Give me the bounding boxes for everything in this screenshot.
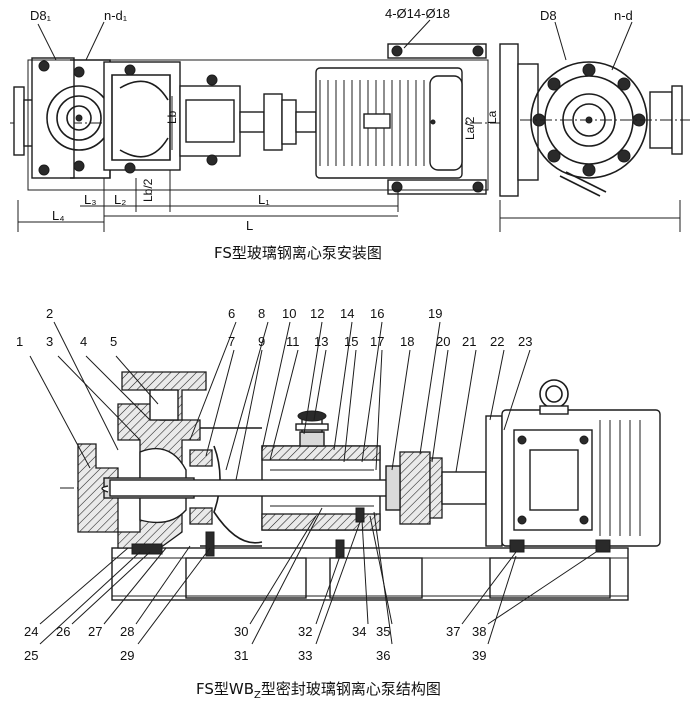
- callout-20: 20: [436, 334, 450, 349]
- callout-16: 16: [370, 306, 384, 321]
- top-caption: FS型玻璃钢离心泵安装图: [214, 244, 382, 262]
- callout-28: 28: [120, 624, 134, 639]
- callout-38: 38: [472, 624, 486, 639]
- callout-13: 13: [314, 334, 328, 349]
- label-l: L: [246, 218, 253, 233]
- callout-15: 15: [344, 334, 358, 349]
- callout-4: 4: [80, 334, 87, 349]
- label-l3: L₃: [84, 192, 97, 207]
- callout-1: 1: [16, 334, 23, 349]
- installation-drawing: D8₁ n-d₁ 4-Ø14-Ø18 D8 n-d L₄ L₃ L₂ Lb/2 …: [10, 6, 690, 262]
- motor-section: [485, 379, 661, 553]
- coupling-section: [385, 451, 487, 525]
- label-la2: La/2: [463, 116, 477, 140]
- motor: [315, 43, 487, 195]
- label-l1: L₁: [258, 192, 270, 207]
- leader-lines: [29, 321, 597, 645]
- callout-7: 7: [228, 334, 235, 349]
- inlet-flange: [13, 57, 75, 179]
- callout-25: 25: [24, 648, 38, 663]
- callout-6: 6: [228, 306, 235, 321]
- callout-23: 23: [518, 334, 532, 349]
- callout-14: 14: [340, 306, 354, 321]
- callout-29: 29: [120, 648, 134, 663]
- callout-24: 24: [24, 624, 38, 639]
- label-l2: L₂: [114, 192, 126, 207]
- callout-35: 35: [376, 624, 390, 639]
- callout-9: 9: [258, 334, 265, 349]
- callout-33: 33: [298, 648, 312, 663]
- dimension-lines: [17, 19, 681, 232]
- callout-30: 30: [234, 624, 248, 639]
- callouts-top: 2 3 1 4 5 6 7 8 9 10 11 12 13 14 15 16 1…: [16, 306, 532, 349]
- callouts-bottom: 24 25 26 27 28 29 30 31 32 33 34 35 36 3…: [24, 624, 486, 663]
- end-view: [499, 43, 690, 197]
- callout-27: 27: [88, 624, 102, 639]
- base-frame: [111, 547, 629, 601]
- callout-18: 18: [400, 334, 414, 349]
- label-nd: n-d: [614, 8, 633, 23]
- callout-12: 12: [310, 306, 324, 321]
- callout-37: 37: [446, 624, 460, 639]
- bracket: [103, 61, 241, 174]
- label-d8-1: D8₁: [30, 8, 52, 23]
- callout-32: 32: [298, 624, 312, 639]
- callout-22: 22: [490, 334, 504, 349]
- callout-36: 36: [376, 648, 390, 663]
- label-nd1: n-d₁: [104, 8, 128, 23]
- pump-casing-section: [77, 371, 207, 549]
- callout-10: 10: [282, 306, 296, 321]
- label-lb2: Lb/2: [141, 178, 155, 202]
- callout-8: 8: [258, 306, 265, 321]
- bracket-section: [189, 427, 263, 547]
- callout-19: 19: [428, 306, 442, 321]
- label-holes: 4-Ø14-Ø18: [385, 6, 450, 21]
- base-bolts: [131, 507, 365, 559]
- callout-2: 2: [46, 306, 53, 321]
- callout-31: 31: [234, 648, 248, 663]
- label-la: La: [485, 110, 499, 124]
- callout-21: 21: [462, 334, 476, 349]
- callout-34: 34: [352, 624, 366, 639]
- callout-39: 39: [472, 648, 486, 663]
- bottom-caption: FS型WBZ型密封玻璃钢离心泵结构图: [196, 680, 441, 701]
- callout-3: 3: [46, 334, 53, 349]
- callout-5: 5: [110, 334, 117, 349]
- callout-17: 17: [370, 334, 384, 349]
- label-d8: D8: [540, 8, 557, 23]
- coupling: [239, 93, 317, 151]
- structure-drawing: 2 3 1 4 5 6 7 8 9 10 11 12 13 14 15 16 1…: [16, 306, 661, 701]
- label-lb: Lb: [165, 110, 179, 124]
- callout-11: 11: [286, 334, 300, 349]
- label-l4: L₄: [52, 208, 65, 223]
- callout-26: 26: [56, 624, 70, 639]
